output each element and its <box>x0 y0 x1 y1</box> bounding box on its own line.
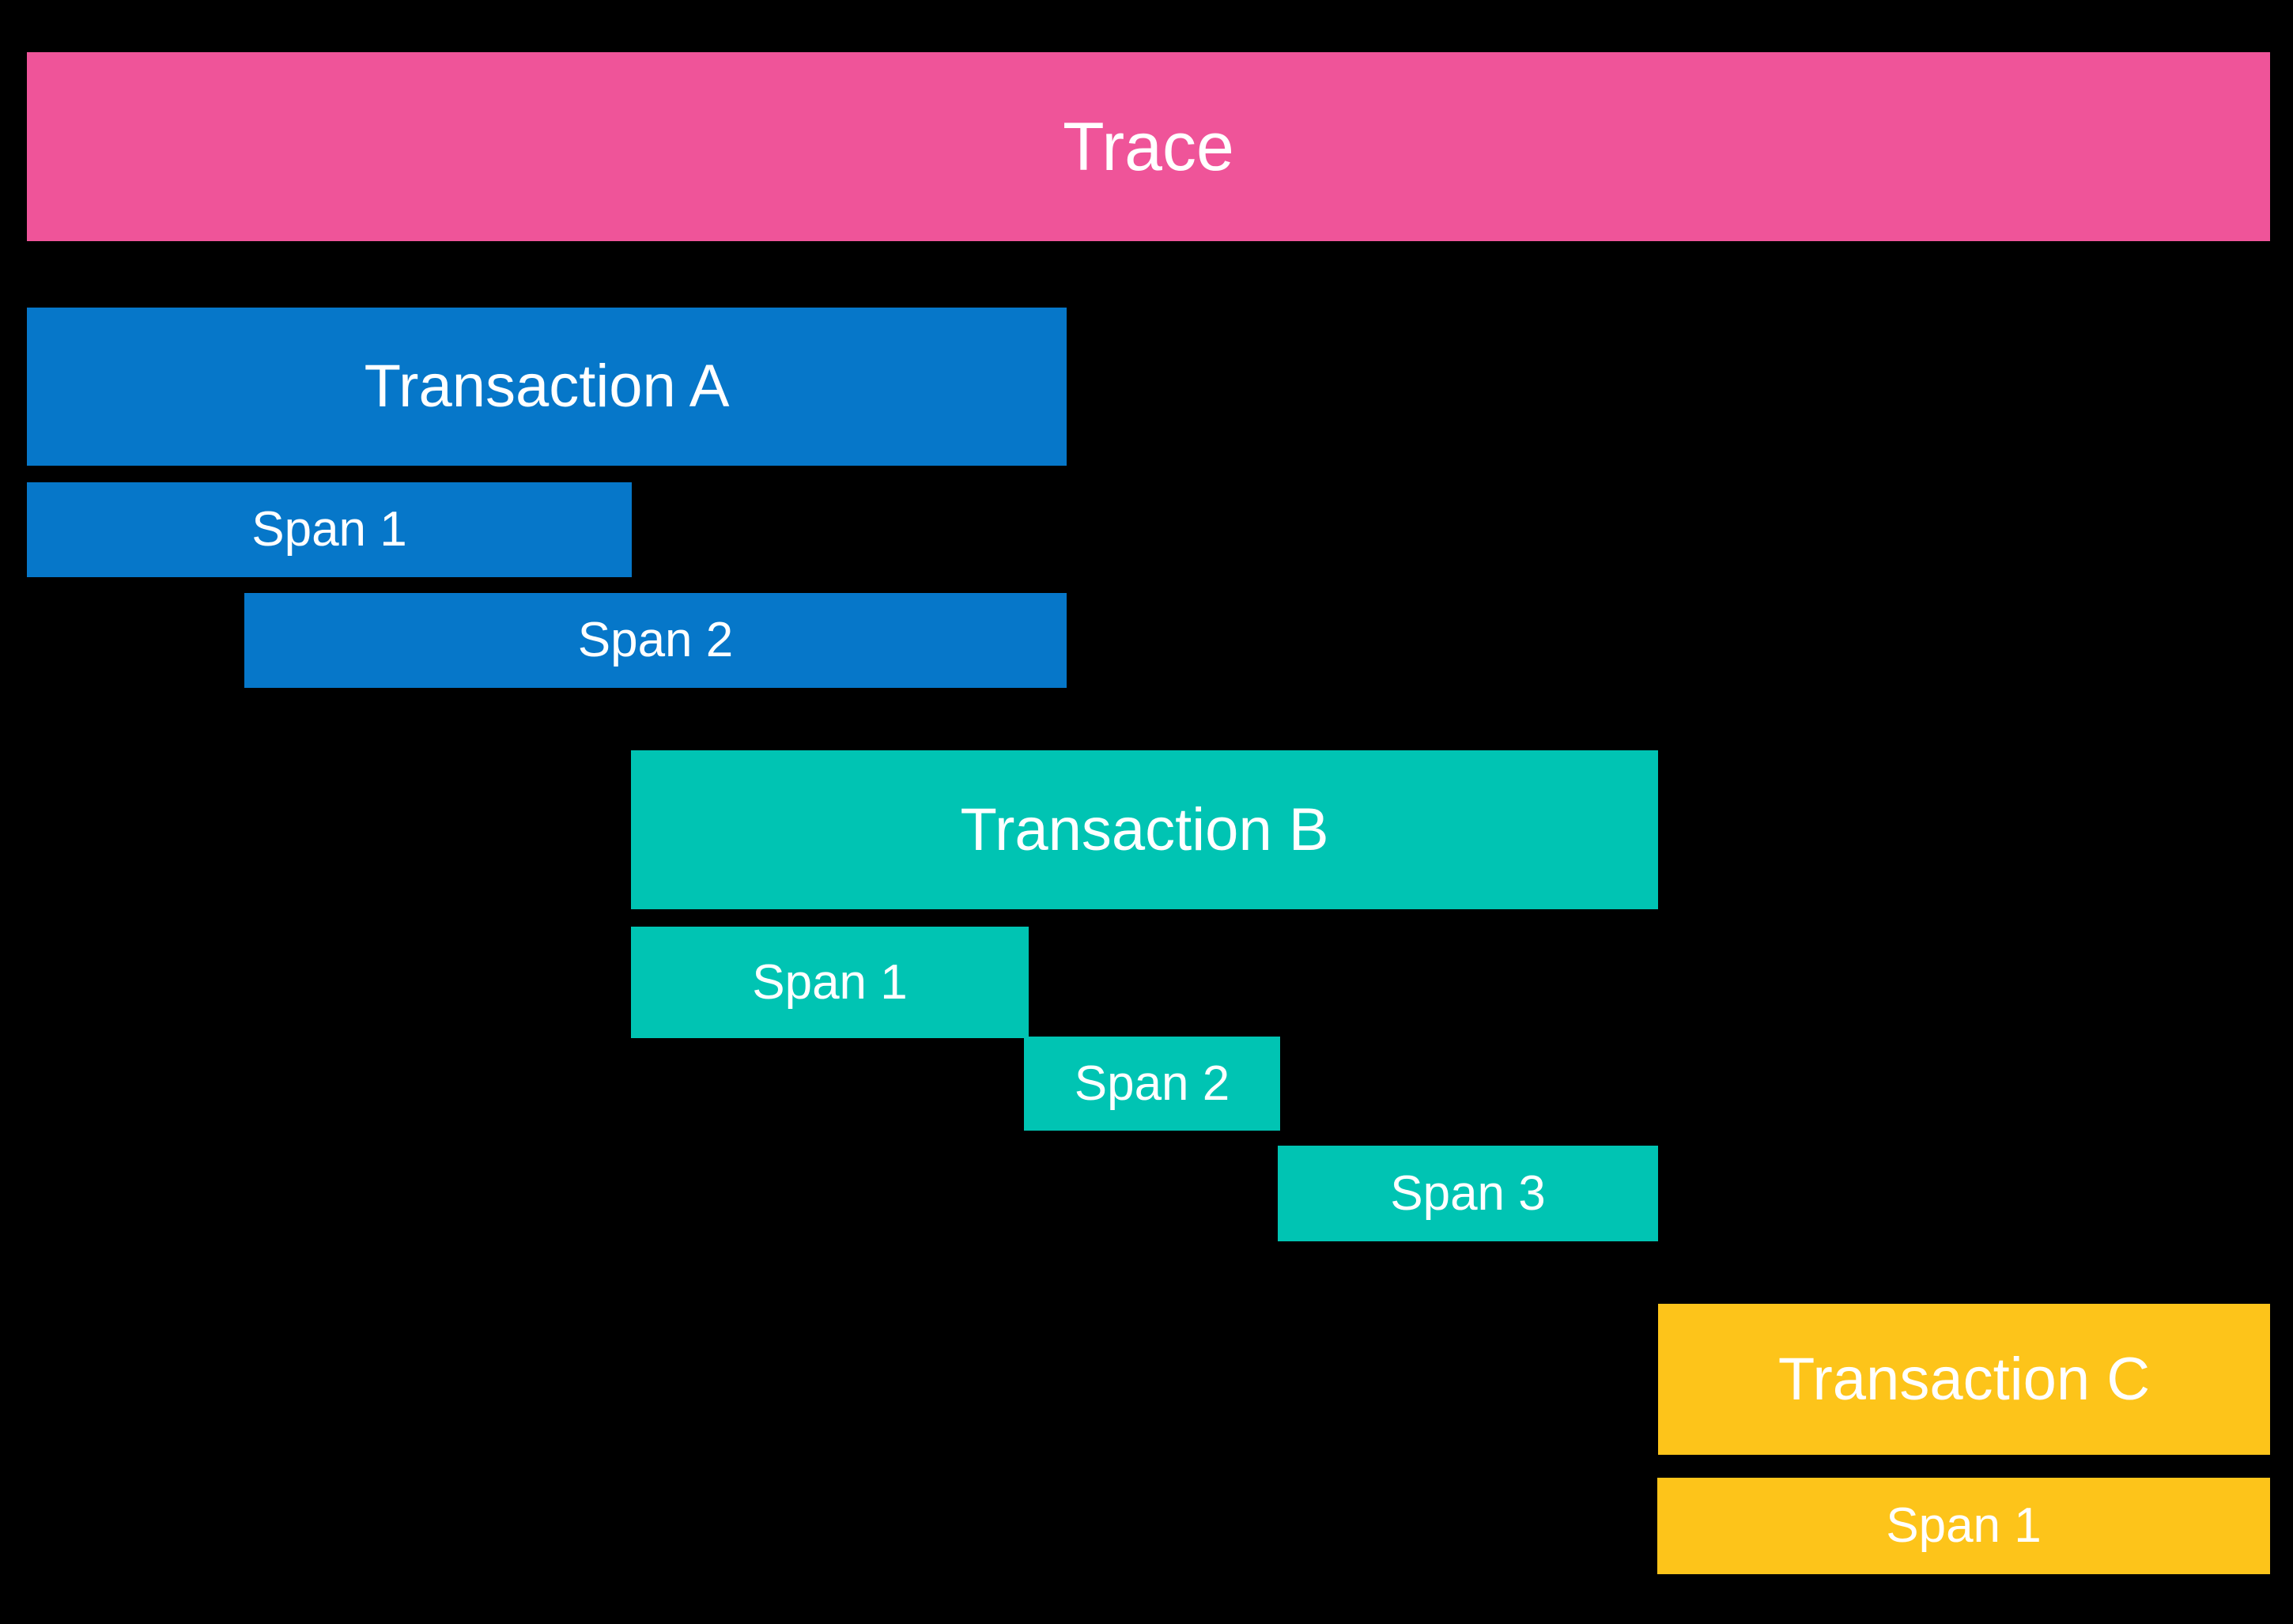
transaction-c-label: Transaction C <box>1777 1345 2151 1413</box>
transaction-a-span-2-bar[interactable]: Span 2 <box>244 593 1067 688</box>
trace-bar[interactable]: Trace <box>27 52 2270 241</box>
transaction-a-span-1-bar[interactable]: Span 1 <box>27 482 632 577</box>
transaction-c-bar[interactable]: Transaction C <box>1658 1304 2270 1455</box>
transaction-b-span-3-bar[interactable]: Span 3 <box>1278 1146 1658 1241</box>
transaction-c-span-1-label: Span 1 <box>1886 1498 2042 1553</box>
transaction-a-span-2-label: Span 2 <box>577 613 734 667</box>
transaction-a-bar[interactable]: Transaction A <box>27 308 1067 466</box>
transaction-b-span-1-bar[interactable]: Span 1 <box>631 927 1029 1038</box>
transaction-c-span-1-bar[interactable]: Span 1 <box>1657 1478 2270 1574</box>
transaction-b-span-2-bar[interactable]: Span 2 <box>1024 1037 1280 1131</box>
transaction-a-label: Transaction A <box>364 353 730 420</box>
transaction-b-span-3-label: Span 3 <box>1390 1165 1546 1221</box>
transaction-b-label: Transaction B <box>960 795 1329 863</box>
transaction-a-span-1-label: Span 1 <box>251 502 407 557</box>
transaction-b-bar[interactable]: Transaction B <box>631 750 1658 909</box>
transaction-b-span-2-label: Span 2 <box>1074 1056 1230 1111</box>
transaction-b-span-1-label: Span 1 <box>752 954 908 1010</box>
trace-bar-label: Trace <box>1063 108 1234 185</box>
